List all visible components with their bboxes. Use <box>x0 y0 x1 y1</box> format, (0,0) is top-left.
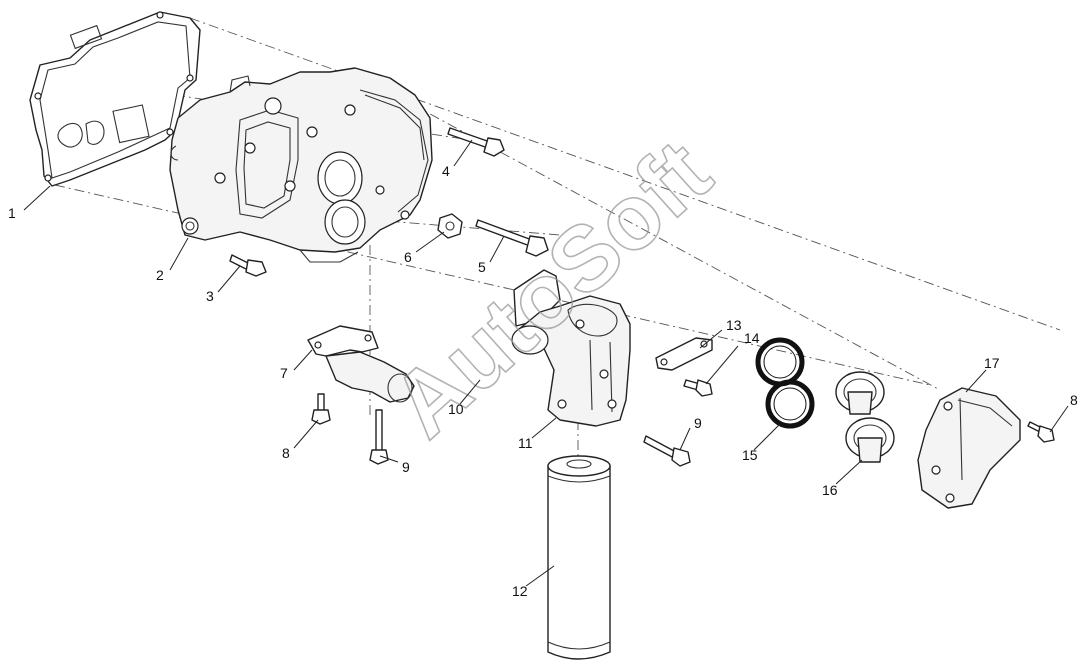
callout-10: 10 <box>448 401 464 417</box>
callout-9-left: 9 <box>402 459 410 475</box>
bracket-part-13 <box>655 337 713 371</box>
bolt-part-9-left <box>369 409 389 465</box>
bolt-part-8-right <box>1027 421 1055 443</box>
callout-numbers: 1 2 3 4 5 6 7 8 8 9 9 10 11 12 13 14 15 … <box>8 163 1078 599</box>
callout-1: 1 <box>8 205 16 221</box>
callout-17: 17 <box>984 355 1000 371</box>
callout-9-right: 9 <box>694 415 702 431</box>
nut-part-6 <box>437 213 463 239</box>
bolt-part-14 <box>683 379 713 397</box>
thermostat-cover-part-17 <box>917 387 1021 509</box>
elbow-pipe-part-7 <box>307 325 415 403</box>
callout-12: 12 <box>512 583 528 599</box>
bolt-part-4 <box>447 127 505 157</box>
callout-15: 15 <box>742 447 758 463</box>
callout-14: 14 <box>744 330 760 346</box>
thermostats-part-16 <box>835 371 895 463</box>
callout-6: 6 <box>404 249 412 265</box>
gasket-part-1 <box>29 11 201 187</box>
callout-3: 3 <box>206 288 214 304</box>
callout-7: 7 <box>280 365 288 381</box>
callout-5: 5 <box>478 259 486 275</box>
o-rings-part-15 <box>755 337 815 429</box>
callout-13: 13 <box>726 317 742 333</box>
leader-lines <box>23 139 1069 587</box>
oil-filter-part-12 <box>547 455 611 660</box>
bolt-part-9-right <box>643 435 691 467</box>
callout-8-right: 8 <box>1070 392 1078 408</box>
callout-2: 2 <box>156 267 164 283</box>
bolt-part-3 <box>229 254 267 277</box>
callout-16: 16 <box>822 482 838 498</box>
filter-housing-part-11 <box>511 269 631 427</box>
housing-block-part-2 <box>169 67 433 263</box>
bolt-part-5 <box>475 219 549 257</box>
callout-4: 4 <box>442 163 450 179</box>
callout-11: 11 <box>518 435 533 451</box>
callout-8-left: 8 <box>282 445 290 461</box>
bolt-part-8-left <box>311 393 331 425</box>
